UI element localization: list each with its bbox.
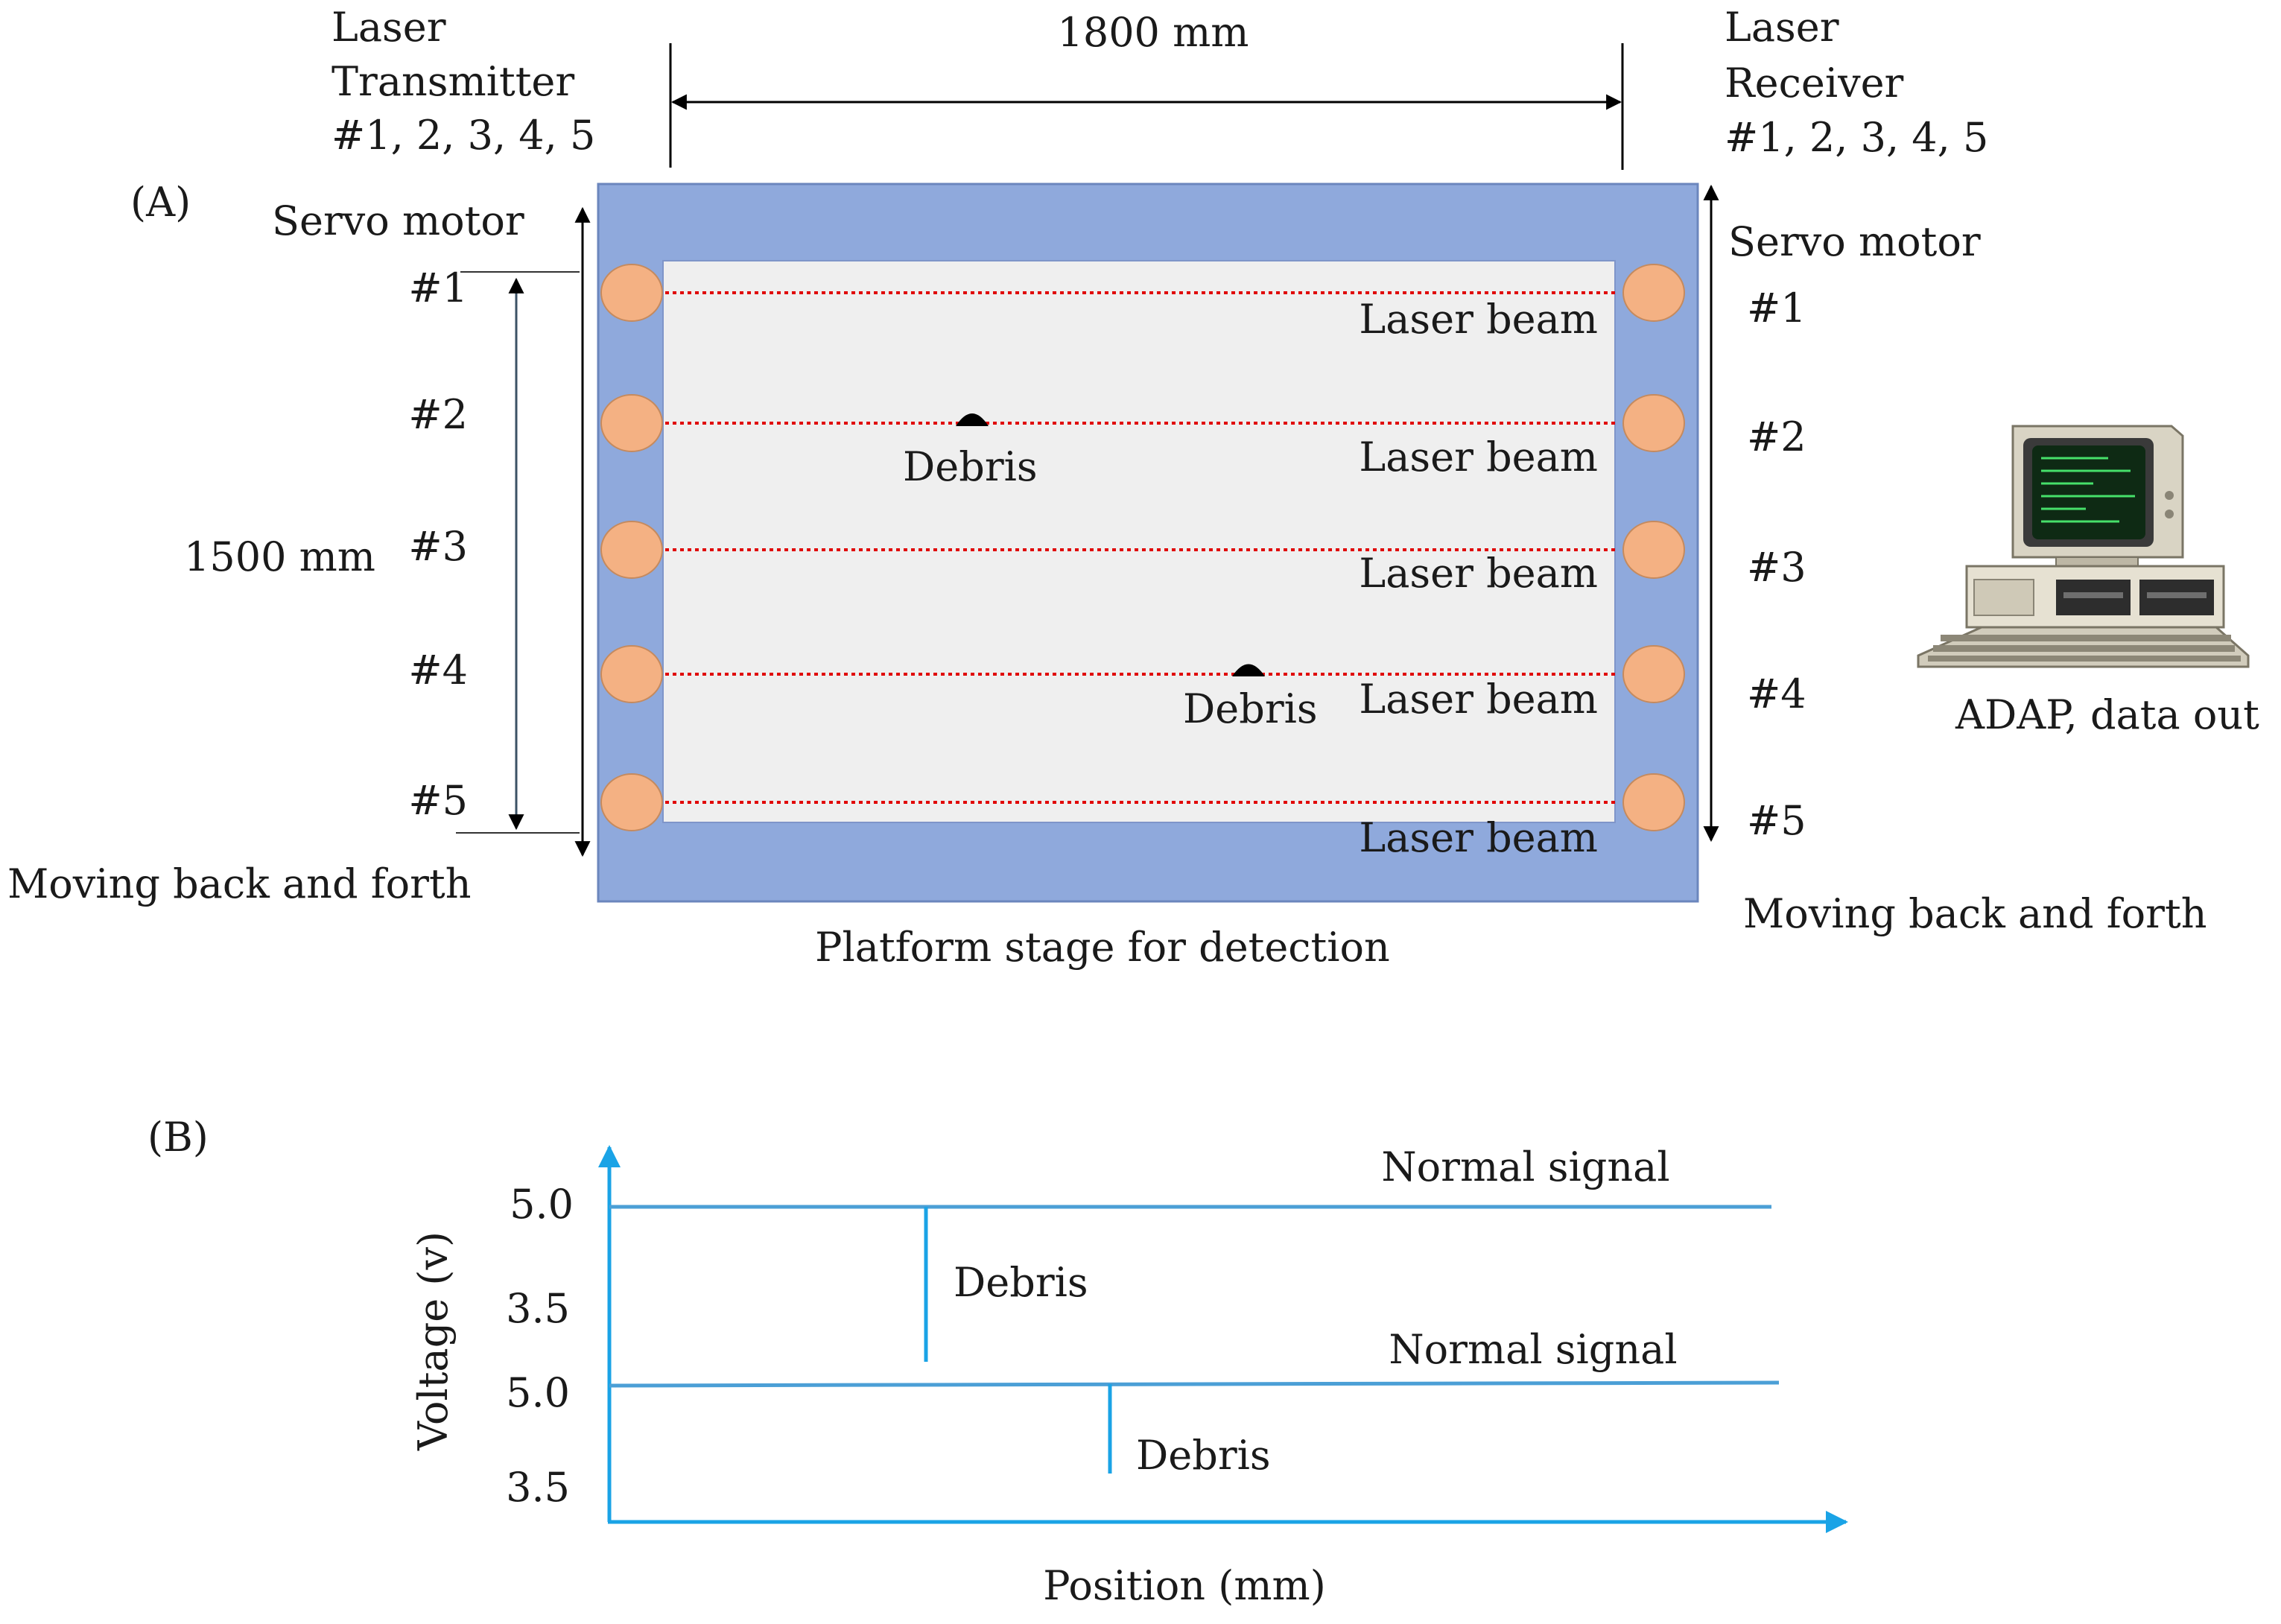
receiver-sensor-2: [1622, 394, 1685, 452]
computer-caption: ADAP, data out: [1955, 691, 2259, 738]
signal-2-high-tick: 5.0: [506, 1369, 570, 1416]
signal-2-label: Normal signal: [1389, 1326, 1677, 1373]
servo-right-label: Servo motor: [1728, 218, 1981, 265]
debris-label-1: Debris: [903, 443, 1038, 490]
beam-label-4: Laser beam: [1359, 676, 1598, 723]
detection-stage: [662, 260, 1616, 823]
debris-label-2: Debris: [1183, 685, 1318, 732]
beam-label-2: Laser beam: [1359, 434, 1598, 480]
moving-left-label: Moving back and forth: [7, 860, 471, 907]
receiver-sensor-5: [1622, 773, 1685, 831]
transmitter-sensor-5: [600, 773, 663, 831]
receiver-sensor-1: [1622, 264, 1685, 322]
receiver-sensor-3: [1622, 521, 1685, 579]
debris-marker-2: [1232, 664, 1265, 676]
beam-label-3: Laser beam: [1359, 550, 1598, 597]
beam-label-5: Laser beam: [1359, 814, 1598, 861]
transmitter-label-1: Laser: [331, 4, 446, 51]
beam-label-1: Laser beam: [1359, 296, 1598, 343]
transmitter-label-2: Transmitter: [331, 58, 574, 105]
signal-2-debris-label: Debris: [1136, 1432, 1271, 1479]
y-axis-label: Voltage (v): [410, 1231, 457, 1451]
panel-b-label: (B): [147, 1114, 209, 1161]
receiver-label-1: Laser: [1725, 4, 1839, 51]
channel-left-label-2: #2: [408, 391, 468, 438]
transmitter-sensor-3: [600, 521, 663, 579]
width-dimension-label: 1800 mm: [1057, 9, 1249, 56]
channel-right-label-4: #4: [1747, 670, 1806, 717]
computer-icon: [1917, 425, 2250, 668]
receiver-label-3: #1, 2, 3, 4, 5: [1725, 114, 1988, 161]
platform-caption: Platform stage for detection: [815, 924, 1390, 971]
channel-right-label-5: #5: [1747, 797, 1806, 844]
transmitter-sensor-1: [600, 264, 663, 322]
signal-1-label: Normal signal: [1381, 1144, 1669, 1190]
channel-right-label-1: #1: [1747, 285, 1806, 332]
x-axis-label: Position (mm): [1043, 1562, 1326, 1609]
height-dimension-label: 1500 mm: [184, 533, 375, 580]
panel-a-label: (A): [130, 179, 191, 226]
transmitter-sensor-4: [600, 645, 663, 703]
signal-1-low-tick: 3.5: [506, 1285, 570, 1332]
signal-1-debris-label: Debris: [954, 1259, 1088, 1306]
receiver-label-2: Receiver: [1725, 60, 1904, 107]
servo-left-label: Servo motor: [272, 197, 524, 244]
moving-right-label: Moving back and forth: [1743, 890, 2207, 937]
channel-left-label-1: #1: [408, 264, 468, 311]
debris-marker-1: [956, 413, 989, 426]
channel-left-label-5: #5: [408, 777, 468, 824]
signal-1-high-tick: 5.0: [510, 1181, 574, 1228]
signal-2-line: [609, 1380, 1780, 1388]
channel-right-label-2: #2: [1747, 413, 1806, 460]
transmitter-sensor-2: [600, 394, 663, 452]
channel-left-label-4: #4: [408, 647, 468, 694]
channel-right-label-3: #3: [1747, 544, 1806, 591]
signal-2-low-tick: 3.5: [506, 1464, 570, 1511]
receiver-sensor-4: [1622, 645, 1685, 703]
transmitter-label-3: #1, 2, 3, 4, 5: [331, 112, 595, 159]
channel-left-label-3: #3: [408, 523, 468, 570]
